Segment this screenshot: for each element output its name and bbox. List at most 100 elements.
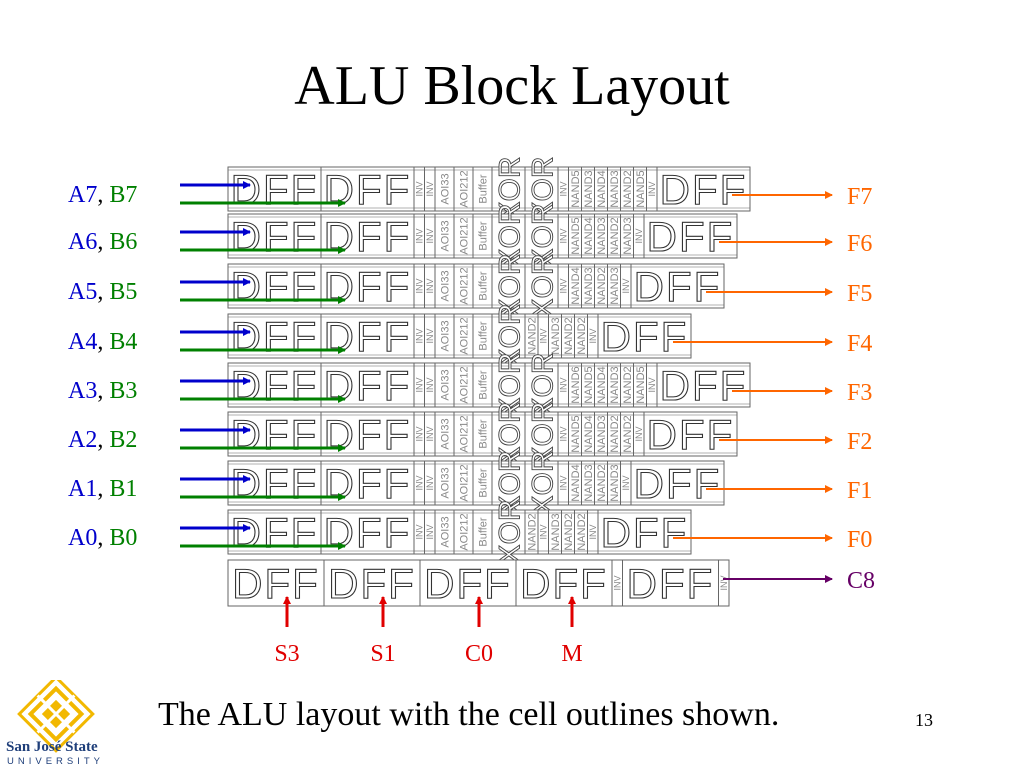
- label-a0: A0: [68, 525, 97, 551]
- cell-label: AOI33: [439, 173, 451, 204]
- cell-label: NAND3: [609, 366, 621, 403]
- cell-outline: [622, 559, 719, 607]
- label-separator: ,: [97, 329, 109, 355]
- cell-outline: [524, 460, 559, 506]
- cell-label: AOI212: [458, 317, 470, 354]
- cell-label: INV: [634, 228, 644, 243]
- cell-label: NAND2: [596, 464, 608, 501]
- cell-outline: [524, 263, 559, 309]
- cell-label: INV: [538, 328, 548, 343]
- cell-label: AOI212: [458, 170, 470, 207]
- cell-label: XOR: [494, 156, 527, 221]
- label-separator: ,: [97, 476, 109, 502]
- cell-label: XOR: [494, 203, 527, 268]
- cell-label: AOI212: [458, 366, 470, 403]
- cell-label: XOR: [527, 450, 560, 515]
- cell-label: DFF: [231, 362, 319, 409]
- label-b3: B3: [109, 378, 137, 404]
- cell-label: DFF: [324, 263, 412, 310]
- cell-label: DFF: [660, 166, 748, 213]
- cell-label: DFF: [324, 313, 412, 360]
- cell-label: AOI212: [458, 415, 470, 452]
- cell-label: XOR: [527, 253, 560, 318]
- cell-label: INV: [425, 475, 435, 490]
- cell-label: NAND5: [570, 217, 582, 254]
- cell-label: Buffer: [477, 221, 489, 250]
- cell-label: NAND3: [596, 415, 608, 452]
- cell-outline: [656, 362, 751, 408]
- label-separator: ,: [97, 229, 109, 255]
- cell-label: DFF: [324, 411, 412, 458]
- label-b7: B7: [109, 182, 137, 208]
- cell-label: INV: [414, 181, 424, 196]
- cell-label: DFF: [634, 263, 722, 310]
- cell-label: INV: [425, 228, 435, 243]
- cell-label: DFF: [231, 411, 319, 458]
- cell-label: INV: [414, 524, 424, 539]
- cell-label: AOI33: [439, 418, 451, 449]
- label-separator: ,: [97, 182, 109, 208]
- cell-label: DFF: [324, 166, 412, 213]
- cell-label: INV: [621, 278, 631, 293]
- cell-label: INV: [612, 575, 622, 590]
- cell-label: AOI33: [439, 220, 451, 251]
- cell-label: NAND3: [583, 464, 595, 501]
- cell-label: DFF: [231, 460, 319, 507]
- slide-title: ALU Block Layout: [294, 55, 730, 117]
- cell-label: INV: [414, 328, 424, 343]
- cell-label: NAND3: [550, 513, 562, 550]
- cell-label: INV: [414, 475, 424, 490]
- cell-label: DFF: [634, 460, 722, 507]
- cell-label: DFF: [520, 560, 608, 607]
- cell-label: INV: [647, 181, 657, 196]
- cell-outline: [491, 213, 526, 259]
- label-b6: B6: [109, 229, 137, 255]
- cell-label: INV: [634, 426, 644, 441]
- cell-label: XOR: [494, 352, 527, 417]
- cell-label: DFF: [324, 509, 412, 556]
- slide-caption: The ALU layout with the cell outlines sh…: [158, 696, 780, 733]
- cell-label: NAND3: [609, 267, 621, 304]
- label-b4: B4: [109, 329, 137, 355]
- label-a2: A2: [68, 427, 97, 453]
- cell-label: INV: [425, 426, 435, 441]
- label-a6: A6: [68, 229, 97, 255]
- label-a0-b0: A0, B0: [68, 525, 137, 551]
- cell-label: XOR: [527, 401, 560, 466]
- cell-label: NAND4: [570, 464, 582, 501]
- cell-outline: [491, 509, 526, 555]
- cell-label: DFF: [231, 313, 319, 360]
- cell-label: INV: [558, 278, 568, 293]
- cell-label: DFF: [601, 313, 689, 360]
- cell-label: Buffer: [477, 517, 489, 546]
- cell-label: INV: [558, 475, 568, 490]
- cell-label: AOI33: [439, 320, 451, 351]
- cell-outline: [656, 166, 751, 212]
- label-b1: B1: [109, 476, 137, 502]
- label-a3-b3: A3, B3: [68, 378, 137, 404]
- cell-label: DFF: [647, 411, 735, 458]
- cell-label: NAND3: [583, 170, 595, 207]
- cell-label: INV: [538, 524, 548, 539]
- label-c0: C0: [465, 641, 493, 667]
- label-m: M: [561, 641, 582, 667]
- cell-label: INV: [588, 524, 598, 539]
- cell-label: NAND5: [583, 366, 595, 403]
- label-f4: F4: [847, 331, 872, 357]
- label-a3: A3: [68, 378, 97, 404]
- cell-label: NAND5: [635, 170, 647, 207]
- cell-label: NAND4: [570, 267, 582, 304]
- cell-label: AOI33: [439, 369, 451, 400]
- cell-label: XOR: [527, 156, 560, 221]
- cell-label: NAND3: [609, 170, 621, 207]
- label-a7: A7: [68, 182, 97, 208]
- cell-label: XOR: [527, 352, 560, 417]
- cell-label: INV: [558, 426, 568, 441]
- cell-label: INV: [621, 475, 631, 490]
- cell-label: INV: [425, 181, 435, 196]
- cell-outline: [597, 509, 692, 555]
- signal-arrows: [180, 181, 833, 627]
